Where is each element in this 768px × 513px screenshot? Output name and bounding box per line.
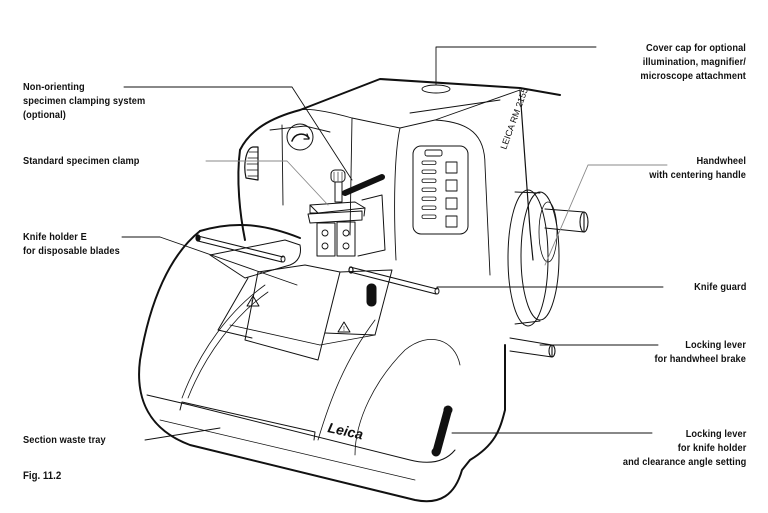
- label-line: Standard specimen clamp: [23, 155, 140, 167]
- label-handwheel: Handwheel with centering handle: [649, 154, 746, 182]
- standard-specimen-clamp[interactable]: [307, 169, 386, 257]
- panel-button-2[interactable]: [445, 179, 458, 192]
- knife-guard[interactable]: [195, 234, 440, 295]
- leader-lines: [121, 46, 668, 441]
- panel-button-3[interactable]: [445, 197, 458, 210]
- label-knife-holder: Knife holder E for disposable blades: [23, 230, 120, 258]
- svg-text:!: !: [251, 300, 253, 307]
- handwheel-brake-lever[interactable]: [509, 337, 556, 358]
- leica-logo: Leica: [326, 419, 365, 442]
- label-line: Cover cap for optional: [645, 42, 746, 54]
- label-line: microscope attachment: [640, 70, 746, 82]
- warning-triangle-icon: [337, 321, 351, 333]
- knife-holder[interactable]: ! !: [209, 239, 393, 361]
- label-standard-clamp: Standard specimen clamp: [23, 154, 140, 168]
- label-line: Locking lever: [685, 428, 746, 440]
- label-line: (optional): [23, 109, 66, 121]
- label-non-orienting-clamp: Non-orienting specimen clamping system (…: [23, 80, 145, 122]
- label-line: Handwheel: [696, 155, 746, 167]
- label-cover-cap: Cover cap for optional illumination, mag…: [640, 41, 746, 83]
- label-line: Section waste tray: [23, 434, 106, 446]
- rotation-knob[interactable]: [286, 123, 314, 151]
- label-line: for disposable blades: [23, 245, 120, 257]
- leader-waste-tray: [144, 427, 221, 441]
- upper-body: [237, 78, 561, 276]
- leader-knife-holder: [121, 236, 298, 286]
- panel-button-1[interactable]: [445, 161, 458, 174]
- label-line: and clearance angle setting: [622, 456, 746, 468]
- label-waste-tray: Section waste tray: [23, 433, 106, 447]
- label-line: specimen clamping system: [23, 95, 146, 107]
- label-line: Knife holder E: [23, 231, 87, 243]
- leader-non-orienting: [123, 86, 353, 181]
- label-knife-guard: Knife guard: [694, 280, 746, 294]
- label-line: for handwheel brake: [654, 353, 746, 365]
- control-panel: [412, 145, 469, 235]
- knife-holder-locking-lever[interactable]: [431, 405, 453, 457]
- knife-clamp-lever[interactable]: [366, 283, 377, 307]
- handwheel[interactable]: [507, 189, 589, 327]
- label-line: Knife guard: [693, 281, 746, 293]
- label-line: illumination, magnifier/: [642, 56, 746, 68]
- coarse-feed-knob[interactable]: [244, 146, 259, 181]
- label-knife-holder-lever: Locking lever for knife holder and clear…: [622, 427, 746, 469]
- clamping-lever[interactable]: [342, 174, 385, 196]
- label-line: Non-orienting: [23, 81, 85, 93]
- figure-caption: Fig. 11.2: [23, 470, 62, 482]
- svg-text:!: !: [343, 326, 345, 333]
- label-line: with centering handle: [649, 169, 746, 181]
- leader-handwheel: [544, 164, 668, 266]
- leader-cover-cap: [435, 46, 597, 86]
- leader-standard-clamp: [205, 160, 329, 206]
- label-line: for knife holder: [677, 442, 746, 454]
- panel-button-4[interactable]: [445, 215, 458, 228]
- label-handwheel-brake: Locking lever for handwheel brake: [654, 338, 746, 366]
- label-line: Locking lever: [685, 339, 746, 351]
- warning-triangle-icon: [246, 295, 260, 307]
- cover-cap[interactable]: [421, 84, 451, 94]
- housing-outline: [138, 223, 506, 503]
